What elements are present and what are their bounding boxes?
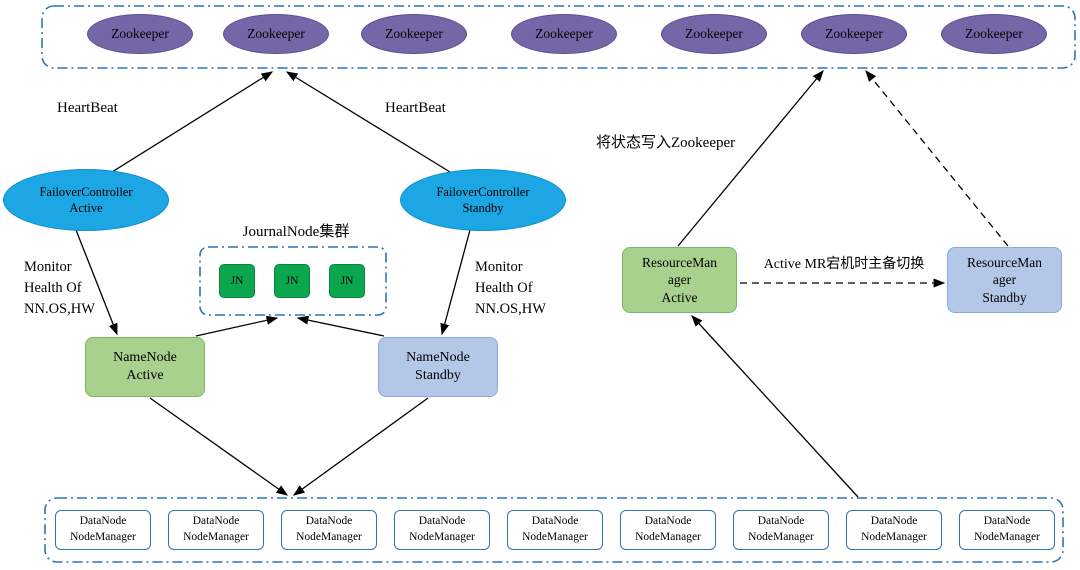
write-state-to-zookeeper-label: 将状态写入Zookeeper bbox=[596, 135, 736, 151]
datanode-line1: DataNode bbox=[192, 515, 240, 528]
zookeeper-label: Zookeeper bbox=[685, 26, 743, 41]
datanode-line1: DataNode bbox=[531, 515, 579, 528]
zookeeper-node: Zookeeper bbox=[87, 14, 193, 54]
arrow-namenode-standby-to-journalnode bbox=[296, 315, 385, 337]
datanode-line1: DataNode bbox=[305, 515, 353, 528]
zookeeper-label: Zookeeper bbox=[111, 26, 169, 41]
arrow-datanodes-to-rm-active bbox=[691, 315, 859, 498]
journalnode-node: JN bbox=[274, 264, 310, 298]
journalnode-node: JN bbox=[219, 264, 255, 298]
failovercontroller-standby-line2: Standby bbox=[462, 201, 504, 215]
resourcemanager-active-line2: ager bbox=[667, 272, 692, 288]
monitor-right-line2: Health Of bbox=[475, 280, 533, 297]
datanode-line2: NodeManager bbox=[748, 531, 814, 543]
zookeeper-label: Zookeeper bbox=[825, 26, 883, 41]
zookeeper-label: Zookeeper bbox=[965, 26, 1023, 41]
datanode-line2: NodeManager bbox=[296, 531, 362, 543]
datanode-line2: NodeManager bbox=[522, 531, 588, 543]
arrow-heartbeat-standby bbox=[285, 71, 451, 173]
journalnode-node: JN bbox=[329, 264, 365, 298]
failovercontroller-standby-line1: FailoverController bbox=[436, 184, 530, 199]
heartbeat-label-right: HeartBeat bbox=[385, 100, 446, 116]
datanode-line1: DataNode bbox=[418, 515, 466, 528]
arrow-namenode-standby-to-datanodes bbox=[292, 397, 429, 496]
datanode-line2: NodeManager bbox=[183, 531, 249, 543]
monitor-right-line3: NN.OS,HW bbox=[475, 301, 546, 318]
datanode-line1: DataNode bbox=[757, 515, 805, 528]
monitor-left-line2: Health Of bbox=[24, 280, 82, 297]
arrow-heartbeat-active bbox=[111, 71, 274, 173]
datanode-cluster-border bbox=[44, 497, 1064, 563]
resourcemanager-standby-line2: ager bbox=[992, 272, 1017, 288]
zookeeper-label: Zookeeper bbox=[385, 26, 443, 41]
arrow-fc-active-to-namenode bbox=[75, 229, 118, 336]
arrow-fc-standby-to-namenode bbox=[440, 229, 471, 336]
namenode-active-node: NameNode Active bbox=[85, 337, 205, 397]
namenode-active-line2: Active bbox=[126, 368, 164, 383]
arrow-namenode-active-to-journalnode bbox=[195, 315, 279, 337]
monitor-health-label-left: Monitor Health Of NN.OS,HW bbox=[24, 257, 95, 320]
monitor-left-line1: Monitor bbox=[24, 259, 72, 275]
zookeeper-node: Zookeeper bbox=[511, 14, 617, 54]
namenode-standby-node: NameNode Standby bbox=[378, 337, 498, 397]
datanode-line2: NodeManager bbox=[409, 531, 475, 543]
heartbeat-label-left: HeartBeat bbox=[57, 100, 118, 116]
zookeeper-node: Zookeeper bbox=[941, 14, 1047, 54]
zookeeper-node: Zookeeper bbox=[801, 14, 907, 54]
zookeeper-label: Zookeeper bbox=[535, 26, 593, 41]
failovercontroller-active-node: FailoverController Active bbox=[3, 169, 169, 231]
resourcemanager-active-line3: Active bbox=[661, 289, 698, 305]
failovercontroller-standby-node: FailoverController Standby bbox=[400, 169, 566, 231]
resourcemanager-standby-line3: Standby bbox=[982, 289, 1027, 305]
mr-failover-switch-label: Active MR宕机时主备切换 bbox=[763, 257, 925, 272]
resourcemanager-active-line1: ResourceMan bbox=[642, 254, 717, 270]
failovercontroller-active-line1: FailoverController bbox=[39, 184, 133, 199]
namenode-standby-line1: NameNode bbox=[406, 349, 470, 365]
datanode-line1: DataNode bbox=[79, 515, 127, 528]
datanode-line2: NodeManager bbox=[635, 531, 701, 543]
resourcemanager-standby-node: ResourceMan ager Standby bbox=[947, 247, 1062, 313]
arrow-namenode-active-to-datanodes bbox=[149, 397, 289, 496]
journalnode-label: JN bbox=[285, 275, 299, 287]
datanode-line1: DataNode bbox=[644, 515, 692, 528]
datanode-line2: NodeManager bbox=[974, 531, 1040, 543]
monitor-right-line1: Monitor bbox=[475, 259, 523, 275]
failovercontroller-active-line2: Active bbox=[69, 201, 103, 215]
journalnode-label: JN bbox=[340, 275, 354, 287]
resourcemanager-standby-line1: ResourceMan bbox=[967, 254, 1042, 270]
namenode-standby-line2: Standby bbox=[415, 368, 461, 383]
journalnode-cluster-border bbox=[199, 246, 387, 316]
monitor-left-line3: NN.OS,HW bbox=[24, 301, 95, 318]
arrow-rm-standby-to-zookeeper-dashed bbox=[865, 69, 1009, 247]
zookeeper-node: Zookeeper bbox=[661, 14, 767, 54]
monitor-health-label-right: Monitor Health Of NN.OS,HW bbox=[475, 257, 546, 320]
zookeeper-cluster-border bbox=[41, 5, 1076, 69]
datanode-line1: DataNode bbox=[983, 515, 1031, 528]
resourcemanager-active-node: ResourceMan ager Active bbox=[622, 247, 737, 313]
datanode-line2: NodeManager bbox=[70, 531, 136, 543]
zookeeper-node: Zookeeper bbox=[361, 14, 467, 54]
journalnode-label: JN bbox=[230, 275, 244, 287]
datanode-line1: DataNode bbox=[870, 515, 918, 528]
datanode-line2: NodeManager bbox=[861, 531, 927, 543]
arrow-rm-active-to-zookeeper bbox=[677, 69, 824, 247]
zookeeper-node: Zookeeper bbox=[223, 14, 329, 54]
journalnode-cluster-title: JournalNode集群 bbox=[242, 224, 350, 240]
zookeeper-label: Zookeeper bbox=[247, 26, 305, 41]
namenode-active-line1: NameNode bbox=[113, 349, 177, 365]
